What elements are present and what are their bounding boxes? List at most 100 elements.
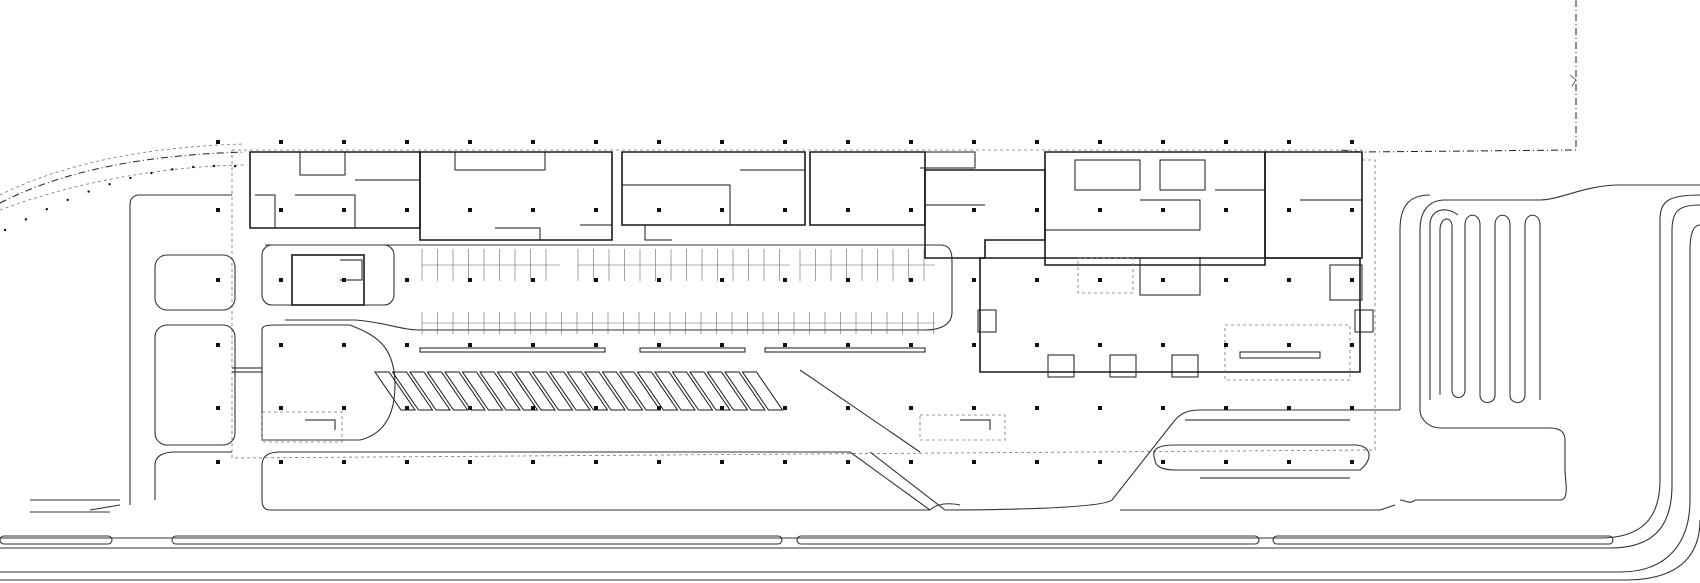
structural-column <box>1224 278 1228 282</box>
structural-column <box>216 343 220 347</box>
structural-column <box>909 343 913 347</box>
structural-column <box>279 460 283 464</box>
structural-column <box>1350 278 1354 282</box>
boundary-marker-dot <box>66 198 69 202</box>
property-boundary <box>1339 0 1577 153</box>
diagonal-parking-bay <box>426 371 469 411</box>
structural-column <box>657 208 661 212</box>
setback-curve <box>0 143 246 196</box>
structural-column <box>405 208 409 212</box>
diagonal-parking <box>374 371 784 411</box>
diagonal-parking-bay <box>671 371 714 411</box>
structural-column <box>720 278 724 282</box>
structural-column <box>1098 278 1102 282</box>
diagonal-parking-bay <box>636 371 679 411</box>
structural-column <box>342 343 346 347</box>
structural-column <box>468 460 472 464</box>
structural-column <box>909 140 913 144</box>
structural-column <box>1161 406 1165 410</box>
structural-column <box>720 406 724 410</box>
structural-column <box>1224 140 1228 144</box>
parking-deck-lower <box>261 324 1006 453</box>
structural-column <box>1098 460 1102 464</box>
structural-column <box>531 343 535 347</box>
structural-column <box>783 460 787 464</box>
structural-column <box>216 140 220 144</box>
structural-column <box>594 343 598 347</box>
structural-column <box>972 406 976 410</box>
diagonal-parking-bay <box>741 371 784 411</box>
diagonal-parking-bay <box>391 371 434 411</box>
structural-column <box>1287 208 1291 212</box>
structural-column <box>279 343 283 347</box>
structural-column <box>405 140 409 144</box>
structural-column <box>1035 460 1039 464</box>
structural-column <box>1035 343 1039 347</box>
structural-column <box>1287 140 1291 144</box>
diagonal-parking-bay <box>409 371 451 411</box>
building-north-wing <box>249 151 1363 301</box>
structural-column <box>216 460 220 464</box>
boundary-marker-dot <box>108 182 111 186</box>
structural-column <box>720 460 724 464</box>
structural-column <box>846 278 850 282</box>
structural-column <box>342 278 346 282</box>
structural-column <box>1035 406 1039 410</box>
parking-stalls <box>421 249 935 334</box>
structural-column <box>846 460 850 464</box>
structural-column <box>468 343 472 347</box>
structural-column <box>1098 406 1102 410</box>
structural-column <box>783 343 787 347</box>
diagonal-parking-bay <box>496 371 539 411</box>
structural-column <box>846 140 850 144</box>
structural-column <box>405 343 409 347</box>
structural-column <box>1098 343 1102 347</box>
structural-column <box>468 140 472 144</box>
structural-column <box>720 208 724 212</box>
diagonal-parking-bay <box>654 371 696 411</box>
structural-column <box>594 406 598 410</box>
road-network <box>0 184 1700 581</box>
structural-column <box>1224 208 1228 212</box>
structural-column <box>657 278 661 282</box>
structural-column <box>1098 140 1102 144</box>
structural-column <box>783 140 787 144</box>
diagonal-parking-bay <box>601 371 644 411</box>
structural-column <box>972 460 976 464</box>
structural-column <box>531 406 535 410</box>
structural-column <box>531 460 535 464</box>
structural-column <box>216 208 220 212</box>
setback-curve-2 <box>0 164 246 211</box>
boundary-marker-dot <box>233 164 237 168</box>
structural-column <box>531 208 535 212</box>
structural-column <box>531 278 535 282</box>
structural-column <box>1350 406 1354 410</box>
structural-column <box>1161 140 1165 144</box>
structural-column <box>1350 343 1354 347</box>
footbridge <box>232 367 262 373</box>
boundary-marker-dot <box>24 218 28 221</box>
structural-column <box>468 278 472 282</box>
boundary-marker-dot <box>3 228 7 232</box>
structural-column <box>972 343 976 347</box>
structural-column <box>909 406 913 410</box>
boundary-marker-dot <box>87 190 90 193</box>
boundary-marker <box>1569 74 1577 87</box>
structural-column <box>657 140 661 144</box>
structural-column <box>216 278 220 282</box>
diagonal-parking-bay <box>619 371 661 411</box>
structural-column <box>1035 140 1039 144</box>
structural-column <box>279 278 283 282</box>
structural-column <box>1287 460 1291 464</box>
structural-column <box>909 208 913 212</box>
structural-column <box>1098 208 1102 212</box>
diagonal-parking-bay <box>706 371 749 411</box>
structural-column <box>1224 406 1228 410</box>
structural-column <box>1161 343 1165 347</box>
structural-column <box>594 208 598 212</box>
structural-column <box>1035 208 1039 212</box>
structural-column <box>657 343 661 347</box>
structural-column <box>279 208 283 212</box>
structural-column <box>594 278 598 282</box>
